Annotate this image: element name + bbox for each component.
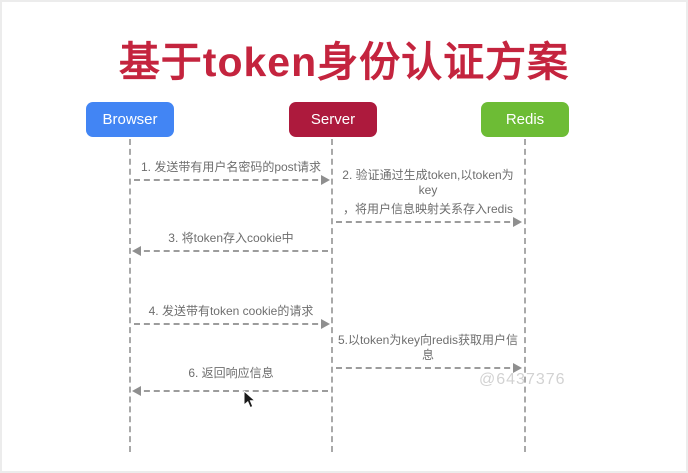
- arrow-left-icon: [132, 246, 328, 256]
- arrowhead-icon: [513, 363, 522, 373]
- watermark: @6437376: [479, 371, 566, 388]
- page-title: 基于token身份认证方案: [118, 39, 570, 85]
- arrowhead-icon: [132, 246, 141, 256]
- message-2-label: 2. 验证通过生成token,以token为key: [342, 168, 514, 197]
- message-3: 3. 将token存入cookie中: [132, 231, 328, 256]
- message-4: 4. 发送带有token cookie的请求: [134, 304, 330, 329]
- actor-browser-label: Browser: [102, 111, 158, 128]
- arrow-right-icon: [336, 217, 522, 227]
- actor-redis-label: Redis: [505, 111, 545, 128]
- actor-server: Server: [289, 102, 377, 137]
- arrowhead-icon: [321, 319, 330, 329]
- redis-lifeline: [524, 139, 526, 452]
- message-3-label: 3. 将token存入cookie中: [168, 231, 294, 245]
- actor-server-label: Server: [310, 111, 356, 128]
- message-1: 1. 发送带有用户名密码的post请求: [134, 160, 330, 185]
- message-4-label: 4. 发送带有token cookie的请求: [148, 304, 314, 318]
- arrowhead-icon: [132, 386, 141, 396]
- arrowhead-icon: [513, 217, 522, 227]
- message-1-label: 1. 发送带有用户名密码的post请求: [140, 160, 322, 174]
- actor-redis: Redis: [481, 102, 569, 137]
- message-6: 6. 返回响应信息: [132, 366, 328, 396]
- mouse-cursor-icon: [243, 390, 257, 409]
- message-6-label: 6. 返回响应信息: [188, 366, 274, 380]
- browser-lifeline: [129, 139, 131, 452]
- arrow-right-icon: [134, 319, 330, 329]
- arrow-left-icon: [132, 386, 328, 396]
- message-5-label: 5.以token为key向redis获取用户信息: [337, 333, 519, 362]
- message-2: 2. 验证通过生成token,以token为key ，将用户信息映射关系存入re…: [336, 168, 522, 227]
- arrowhead-icon: [321, 175, 330, 185]
- server-lifeline: [331, 139, 333, 452]
- arrow-right-icon: [336, 363, 522, 373]
- actor-browser: Browser: [86, 102, 174, 137]
- message-2-label-line2: ，将用户信息映射关系存入redis: [342, 202, 513, 216]
- arrow-right-icon: [134, 175, 330, 185]
- message-5: 5.以token为key向redis获取用户信息: [336, 333, 522, 373]
